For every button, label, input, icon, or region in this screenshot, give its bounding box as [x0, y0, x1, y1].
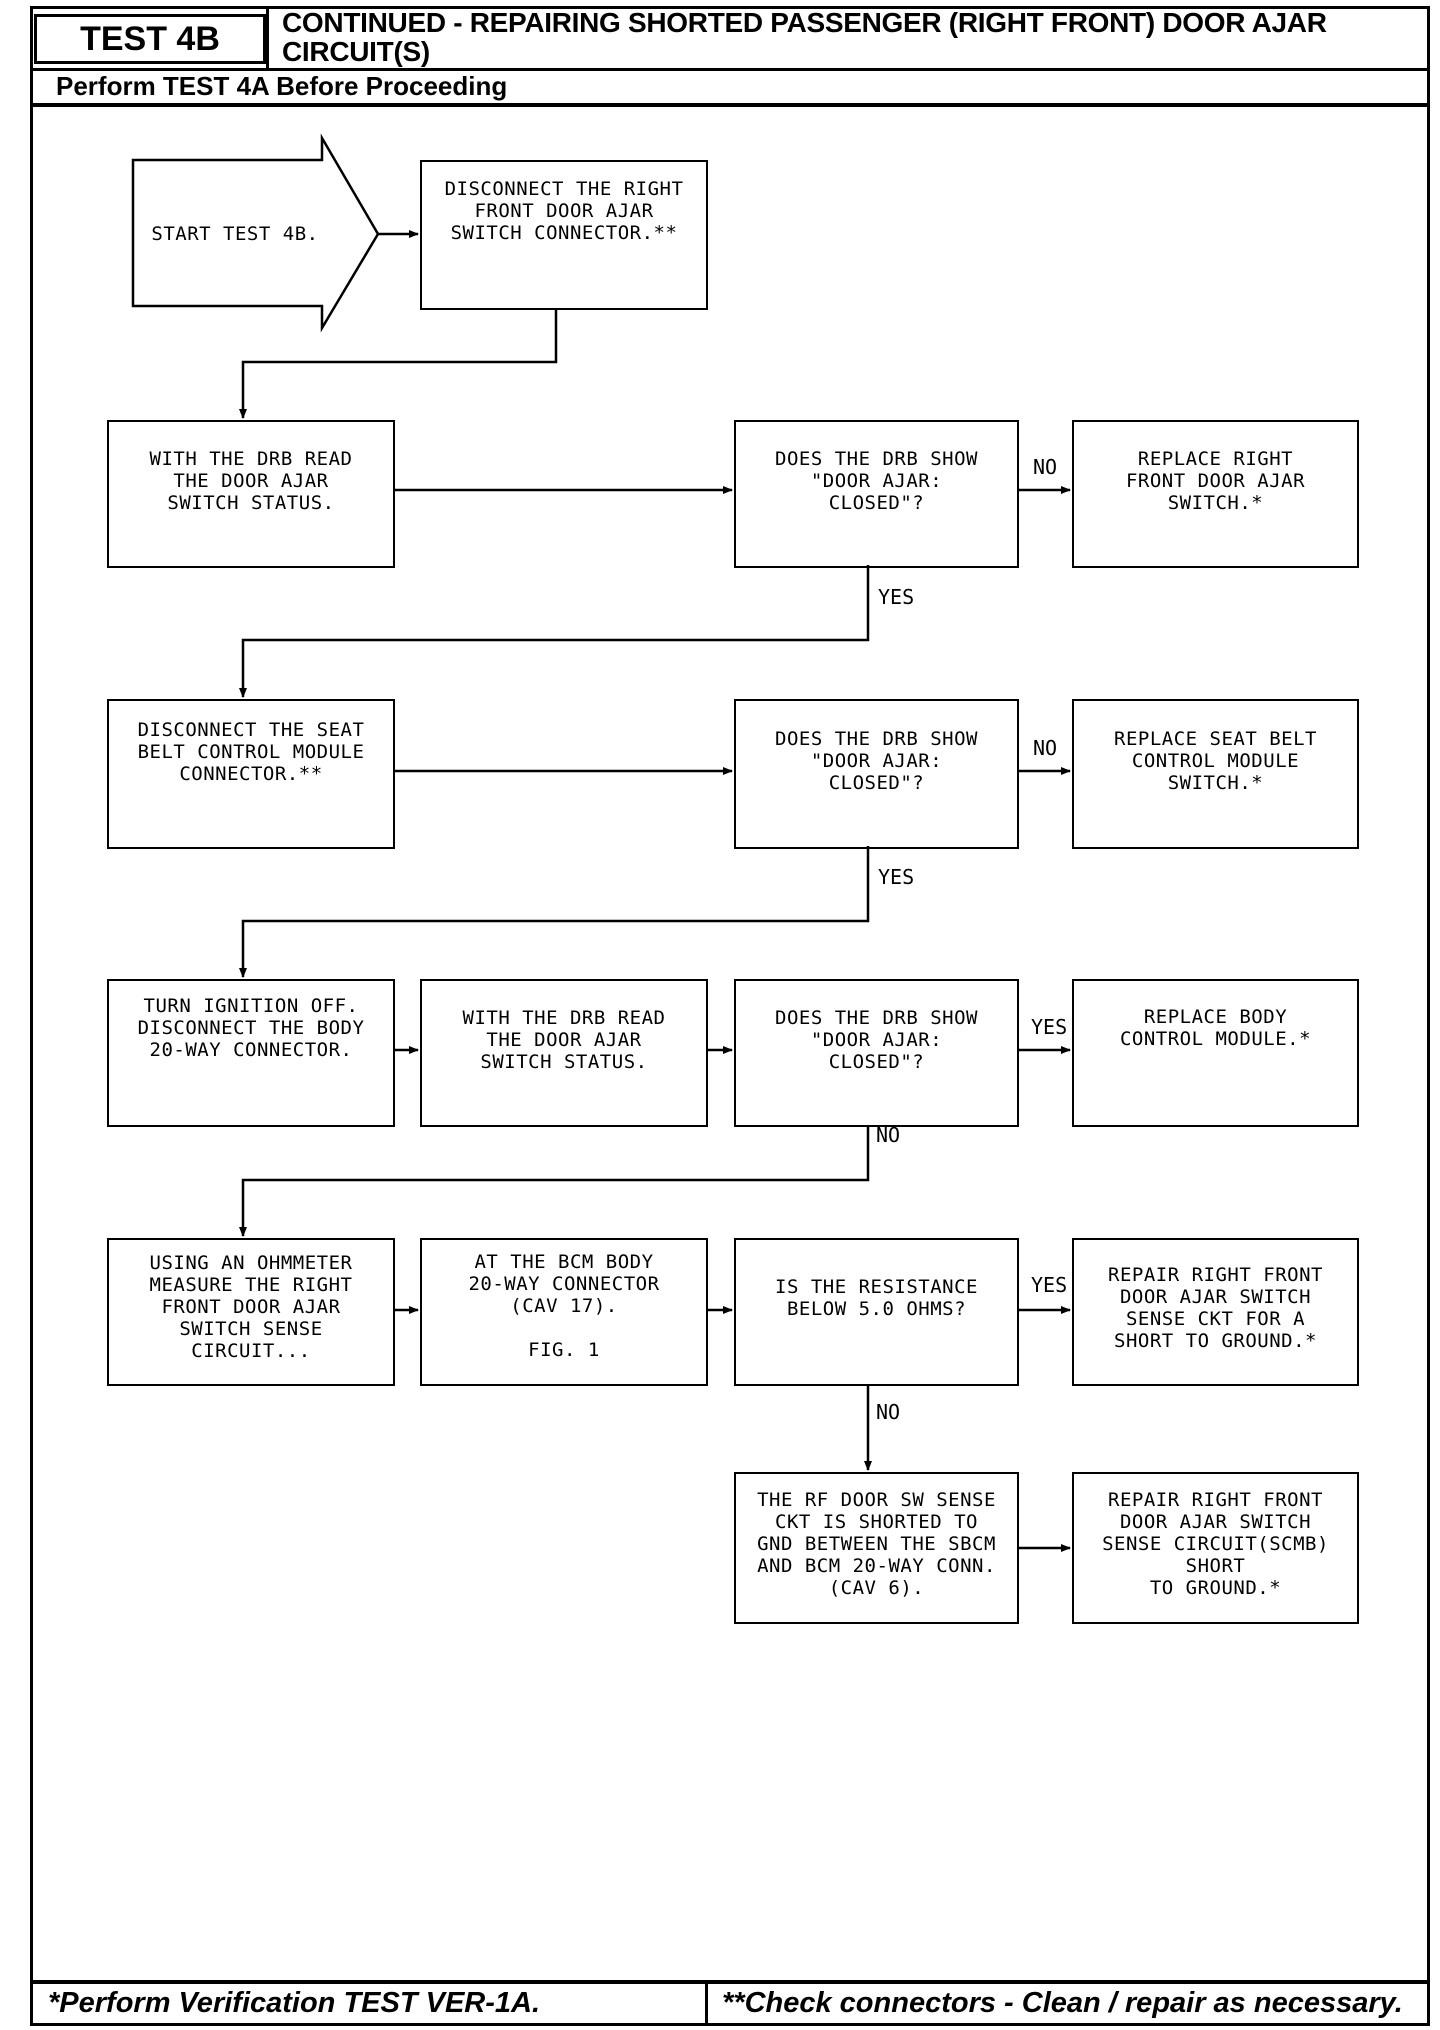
- branch-label-no: NO: [1033, 736, 1058, 760]
- action-replace-door-ajar-switch: REPLACE RIGHT FRONT DOOR AJAR SWITCH.*: [1072, 420, 1359, 568]
- edge-n10-n12: [239, 1125, 870, 1237]
- edge-n1-n2: [239, 308, 558, 419]
- decision-drb-closed-1: DOES THE DRB SHOW "DOOR AJAR: CLOSED"?: [734, 420, 1019, 568]
- action-repair-sense-circuit-scmb: REPAIR RIGHT FRONT DOOR AJAR SWITCH SENS…: [1072, 1472, 1359, 1624]
- finding-rf-door-sw-shorted: THE RF DOOR SW SENSE CKT IS SHORTED TO G…: [734, 1472, 1019, 1624]
- action-replace-bcm: REPLACE BODY CONTROL MODULE.*: [1072, 979, 1359, 1127]
- step-label: DISCONNECT THE SEAT BELT CONTROL MODULE …: [137, 719, 365, 785]
- edge-n6-n8: [239, 846, 870, 978]
- prerequisite-note: Perform TEST 4A Before Proceeding: [56, 71, 508, 101]
- step-label: WITH THE DRB READ THE DOOR AJAR SWITCH S…: [462, 1007, 666, 1073]
- header-divider-vertical: [266, 6, 269, 70]
- start-arrow-shape: [131, 133, 380, 333]
- branch-label-yes: YES: [878, 865, 915, 889]
- action-label: REPAIR RIGHT FRONT DOOR AJAR SWITCH SENS…: [1108, 1264, 1323, 1352]
- decision-label: DOES THE DRB SHOW "DOOR AJAR: CLOSED"?: [775, 728, 978, 794]
- header-divider-horizontal: [30, 68, 1430, 71]
- decision-resistance-below-5: IS THE RESISTANCE BELOW 5.0 OHMS?: [734, 1238, 1019, 1386]
- decision-label: DOES THE DRB SHOW "DOOR AJAR: CLOSED"?: [775, 448, 978, 514]
- start-node-label: START TEST 4B.: [151, 223, 319, 245]
- branch-label-yes: YES: [1031, 1273, 1068, 1297]
- branch-label-no: NO: [876, 1123, 901, 1147]
- step-disconnect-seat-belt-module: DISCONNECT THE SEAT BELT CONTROL MODULE …: [107, 699, 395, 849]
- decision-label: IS THE RESISTANCE BELOW 5.0 OHMS?: [775, 1276, 978, 1320]
- start-node: START TEST 4B.: [150, 200, 320, 268]
- step-disconnect-door-ajar-switch: DISCONNECT THE RIGHT FRONT DOOR AJAR SWI…: [420, 160, 708, 310]
- action-label: REPLACE BODY CONTROL MODULE.*: [1119, 1006, 1312, 1050]
- finding-label: THE RF DOOR SW SENSE CKT IS SHORTED TO G…: [757, 1489, 996, 1599]
- branch-label-yes: YES: [878, 585, 915, 609]
- action-replace-seat-belt-switch: REPLACE SEAT BELT CONTROL MODULE SWITCH.…: [1072, 699, 1359, 849]
- test-id-badge: TEST 4B: [34, 14, 266, 64]
- step-label: USING AN OHMMETER MEASURE THE RIGHT FRON…: [149, 1252, 353, 1362]
- decision-drb-closed-3: DOES THE DRB SHOW "DOOR AJAR: CLOSED"?: [734, 979, 1019, 1127]
- footer-divider: [705, 1980, 708, 2026]
- decision-drb-closed-2: DOES THE DRB SHOW "DOOR AJAR: CLOSED"?: [734, 699, 1019, 849]
- step-label: AT THE BCM BODY 20-WAY CONNECTOR (CAV 17…: [468, 1251, 660, 1361]
- footer-verification-note: *Perform Verification TEST VER-1A.: [48, 1987, 541, 2019]
- step-ignition-off-disconnect-body: TURN IGNITION OFF. DISCONNECT THE BODY 2…: [107, 979, 395, 1127]
- branch-label-yes: YES: [1031, 1015, 1068, 1039]
- decision-label: DOES THE DRB SHOW "DOOR AJAR: CLOSED"?: [775, 1007, 978, 1073]
- footer-frame: [30, 1980, 1430, 2026]
- action-label: REPAIR RIGHT FRONT DOOR AJAR SWITCH SENS…: [1102, 1489, 1329, 1599]
- branch-label-no: NO: [1033, 455, 1058, 479]
- step-label: TURN IGNITION OFF. DISCONNECT THE BODY 2…: [137, 995, 365, 1061]
- step-read-switch-status-1: WITH THE DRB READ THE DOOR AJAR SWITCH S…: [107, 420, 395, 568]
- action-label: REPLACE RIGHT FRONT DOOR AJAR SWITCH.*: [1125, 448, 1306, 514]
- edge-n3-n5: [239, 565, 870, 698]
- action-label: REPLACE SEAT BELT CONTROL MODULE SWITCH.…: [1114, 728, 1317, 794]
- action-repair-sense-ckt-short: REPAIR RIGHT FRONT DOOR AJAR SWITCH SENS…: [1072, 1238, 1359, 1386]
- step-bcm-body-connector: AT THE BCM BODY 20-WAY CONNECTOR (CAV 17…: [420, 1238, 708, 1386]
- step-read-switch-status-2: WITH THE DRB READ THE DOOR AJAR SWITCH S…: [420, 979, 708, 1127]
- step-label: DISCONNECT THE RIGHT FRONT DOOR AJAR SWI…: [444, 178, 684, 244]
- branch-label-no: NO: [876, 1400, 901, 1424]
- step-measure-with-ohmmeter: USING AN OHMMETER MEASURE THE RIGHT FRON…: [107, 1238, 395, 1386]
- page-title: CONTINUED - REPAIRING SHORTED PASSENGER …: [282, 7, 1327, 67]
- footer-connector-note: **Check connectors - Clean / repair as n…: [722, 1987, 1403, 2019]
- step-label: WITH THE DRB READ THE DOOR AJAR SWITCH S…: [149, 448, 353, 514]
